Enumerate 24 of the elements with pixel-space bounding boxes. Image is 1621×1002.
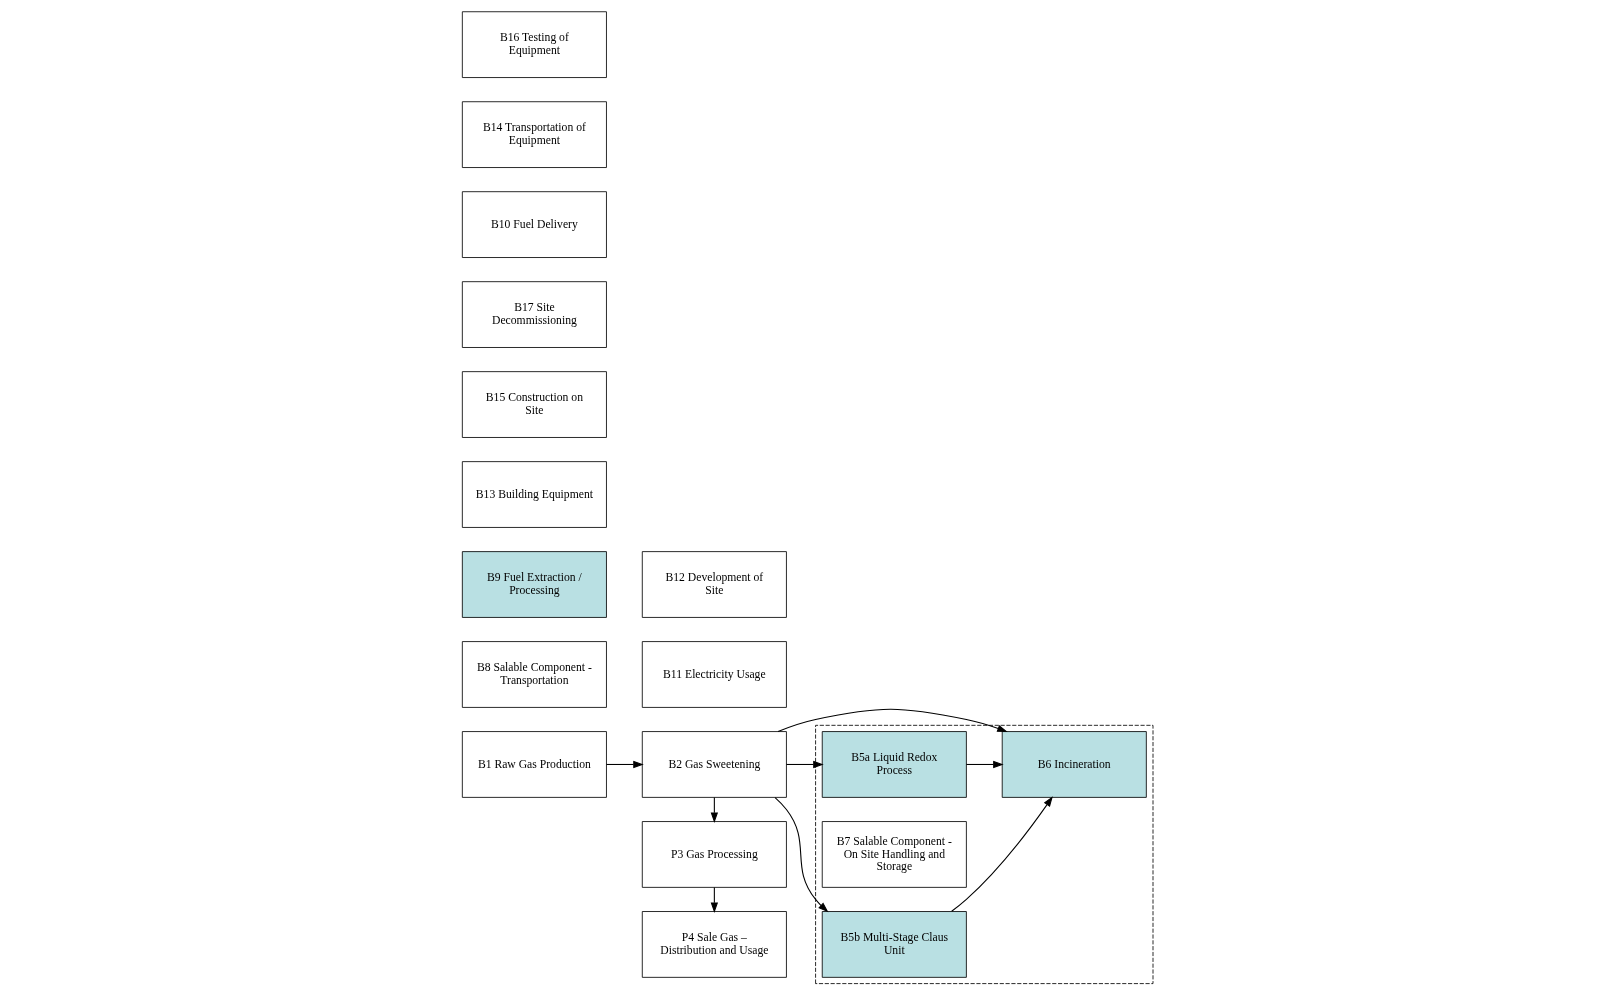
arrow bbox=[950, 796, 1053, 912]
node-box: B13 Building Equipment bbox=[461, 461, 607, 528]
node-box: B16 Testing of Equipment bbox=[461, 11, 607, 78]
node-box: B12 Development of Site bbox=[641, 551, 787, 618]
arrow bbox=[785, 760, 824, 769]
node-box: B14 Transportation of Equipment bbox=[461, 101, 607, 168]
arrow bbox=[965, 760, 1004, 769]
arrow bbox=[605, 760, 644, 769]
node-box: B9 Fuel Extraction / Processing bbox=[461, 551, 607, 618]
node-box: B8 Salable Component - Transportation bbox=[461, 641, 607, 708]
arrow bbox=[777, 708, 1008, 733]
node-box: P3 Gas Processing bbox=[641, 821, 787, 888]
node-box: B2 Gas Sweetening bbox=[641, 731, 787, 798]
node-box: B1 Raw Gas Production bbox=[461, 731, 607, 798]
node-box: B15 Construction on Site bbox=[461, 371, 607, 438]
node-box: B17 Site Decommissioning bbox=[461, 281, 607, 348]
node-box: B5b Multi-Stage Claus Unit bbox=[821, 911, 967, 978]
node-box: B5a Liquid Redox Process bbox=[821, 731, 967, 798]
node-box: B7 Salable Component - On Site Handling and Storage bbox=[821, 821, 967, 888]
node-box: B6 Incineration bbox=[1001, 731, 1147, 798]
node-box: P4 Sale Gas – Distribution and Usage bbox=[641, 911, 787, 978]
arrow bbox=[774, 797, 828, 913]
node-box: B10 Fuel Delivery bbox=[461, 191, 607, 258]
node-box: B11 Electricity Usage bbox=[641, 641, 787, 708]
